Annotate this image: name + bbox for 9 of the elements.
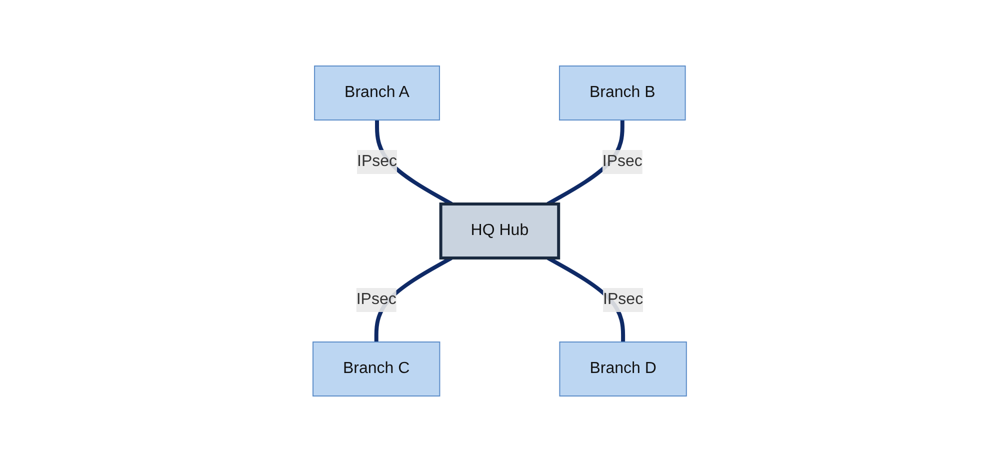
edge-label: IPsec [602, 152, 642, 170]
node-box: Branch C [312, 341, 440, 396]
edge-label: IPsec [356, 152, 397, 170]
edge-label: IPsec [356, 290, 396, 308]
node-box: Branch B [558, 65, 686, 120]
node-box: HQ Hub [439, 202, 560, 259]
node-box: Branch A [314, 65, 440, 120]
edge-label: IPsec [602, 290, 643, 308]
node-box: Branch D [559, 341, 687, 396]
